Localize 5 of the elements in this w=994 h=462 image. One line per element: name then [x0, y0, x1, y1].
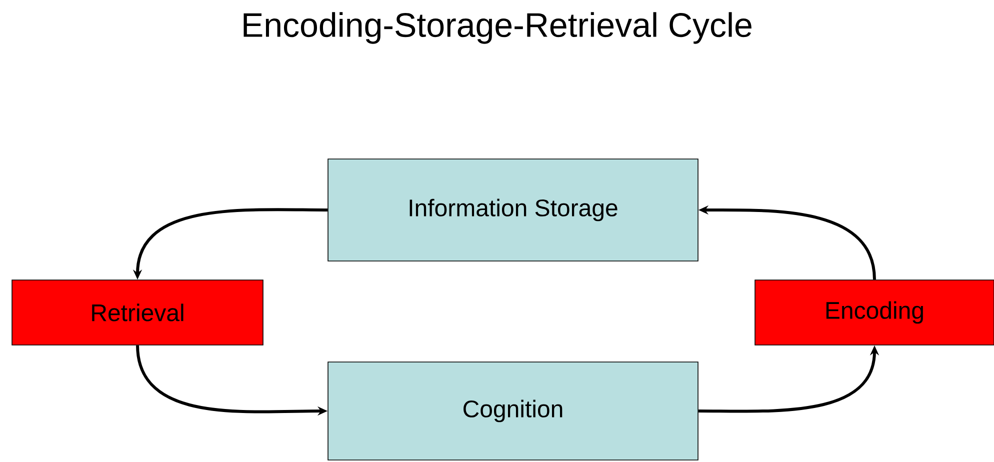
title: Encoding-Storage-Retrieval Cycle [244, 12, 752, 44]
stage-box: Retrieval [12, 280, 264, 346]
process-box: Cognition [328, 362, 698, 460]
process-box: Information Storage [328, 158, 698, 262]
stage-box: Encoding [754, 280, 994, 346]
